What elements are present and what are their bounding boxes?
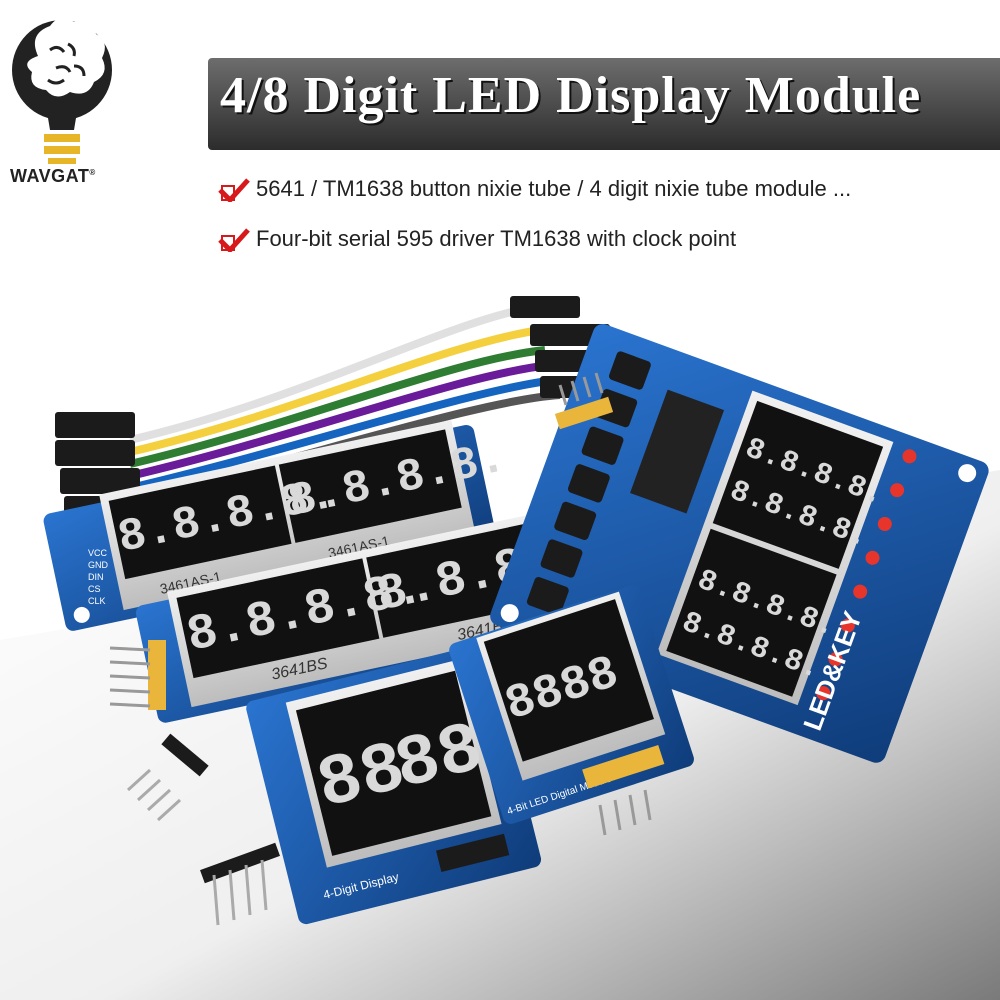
module-d-pins	[598, 789, 652, 836]
module-4digit-display: 88 88 4-Digit Display	[246, 643, 542, 925]
loose-pin-header-1	[126, 733, 209, 822]
registered-mark: ®	[89, 168, 96, 177]
feature-text-2: Four-bit serial 595 driver TM1638 with c…	[256, 226, 737, 251]
brand-name: WAVGAT	[10, 166, 90, 186]
module-a-pin-labels: VCC GND DIN CS CLK	[88, 548, 109, 606]
feature-line-1: 5641 / TM1638 button nixie tube / 4 digi…	[218, 176, 852, 204]
svg-text:GND: GND	[88, 560, 109, 570]
svg-text:DIN: DIN	[88, 572, 104, 582]
module-led-key: 8.8.8.8. 8.8.8.8. 8.8.8.8. 8.8.8.8. LED&…	[490, 324, 989, 763]
module-4bit-led: 8888 4-Bit LED Digital Module	[449, 585, 694, 824]
feature-line-2: Four-bit serial 595 driver TM1638 with c…	[218, 226, 737, 254]
svg-text:88: 88	[310, 727, 414, 827]
module-e-pin-header	[554, 372, 614, 430]
feature-text-1: 5641 / TM1638 button nixie tube / 4 digi…	[256, 176, 852, 201]
svg-text:CS: CS	[88, 584, 101, 594]
svg-text:VCC: VCC	[88, 548, 108, 558]
checkmark-icon	[218, 226, 256, 254]
page-title: 4/8 Digit LED Display Module	[220, 67, 922, 124]
title-banner	[208, 58, 1000, 150]
svg-text:CLK: CLK	[88, 596, 106, 606]
module-3461as: 8.8.8.8. 8.8.8.8. 3461AS-1 3461AS-1	[43, 419, 511, 631]
checkmark-icon	[218, 176, 256, 204]
loose-pin-header-2	[200, 842, 280, 926]
brain-bulb-logo-icon	[12, 17, 112, 164]
module-b-pin-header	[109, 640, 166, 710]
